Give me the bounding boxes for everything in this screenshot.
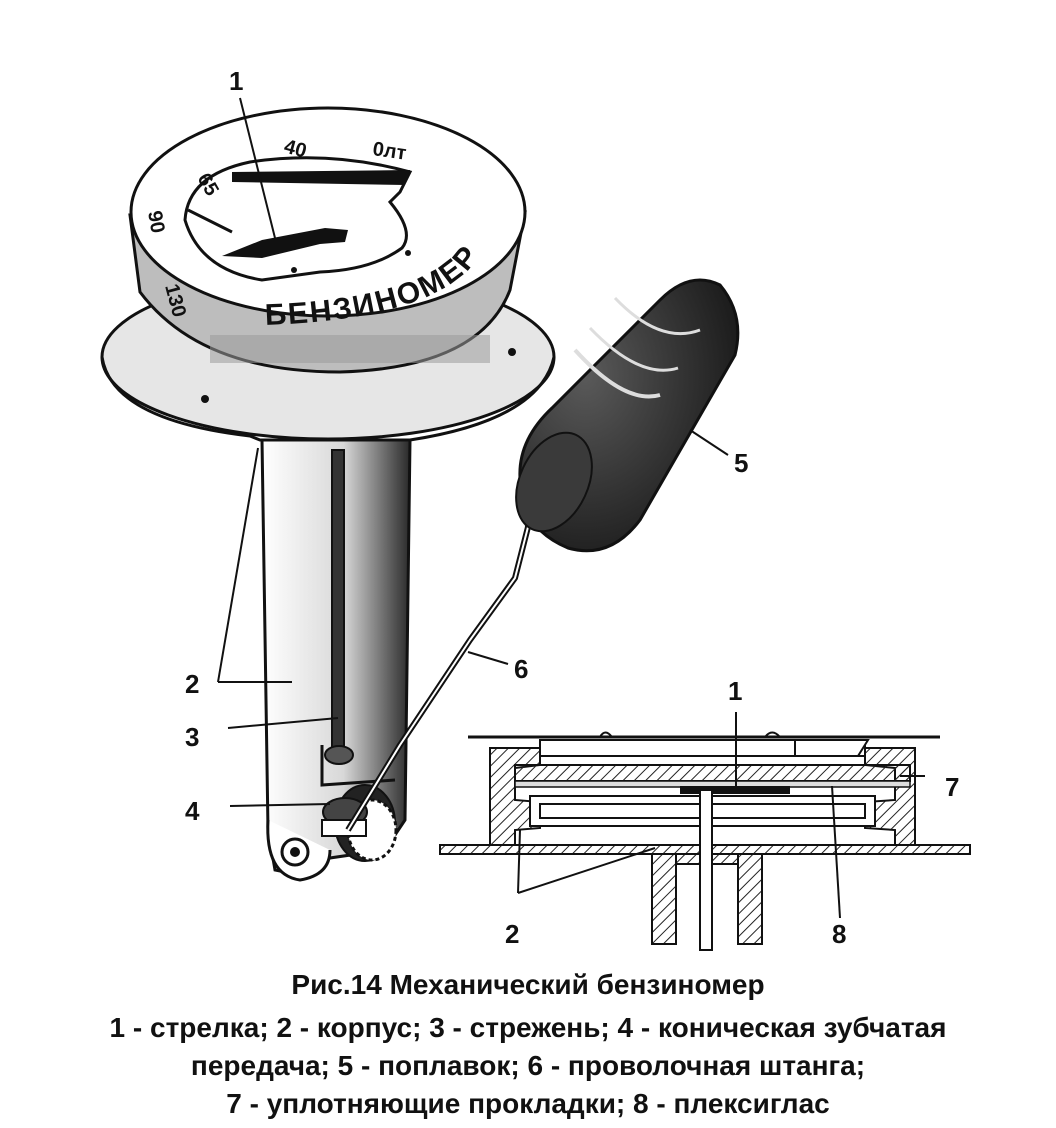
- legend-line-2: передача; 5 - поплавок; 6 - проволочная …: [190, 1050, 866, 1081]
- callout-float: 5: [734, 448, 748, 478]
- callout-pointer: 1: [229, 66, 243, 96]
- figure-title: Рис.14 Механический бензиномер: [291, 969, 765, 1000]
- legend-line-3: 7 - уплотняющие прокладки; 8 - плексигла…: [226, 1088, 830, 1119]
- dial-scale-90: 90: [143, 209, 169, 235]
- callout-gear: 4: [185, 796, 200, 826]
- float: [515, 278, 740, 553]
- dial-scale-0: 0лт: [371, 138, 408, 164]
- callout-float-arm: 6: [514, 654, 528, 684]
- callout-gasket: 7: [945, 772, 959, 802]
- section-view: [439, 731, 971, 951]
- main-leaders: [217, 97, 729, 807]
- gauge-assembly: 130 90 65 40 0лт БЕНЗИНОМЕР: [100, 106, 740, 882]
- section-leaders: [517, 712, 925, 919]
- pointer-needle: [222, 228, 348, 258]
- legend-line-1: 1 - стрелка; 2 - корпус; 3 - стрежень; 4…: [109, 1012, 947, 1043]
- callout-section-body: 2: [505, 919, 519, 949]
- callout-body: 2: [185, 669, 199, 699]
- callout-plexiglass: 8: [832, 919, 846, 949]
- scale-mark: [187, 208, 233, 234]
- gauge-rod: [320, 449, 396, 787]
- callout-section-pointer: 1: [728, 676, 742, 706]
- callout-rod: 3: [185, 722, 199, 752]
